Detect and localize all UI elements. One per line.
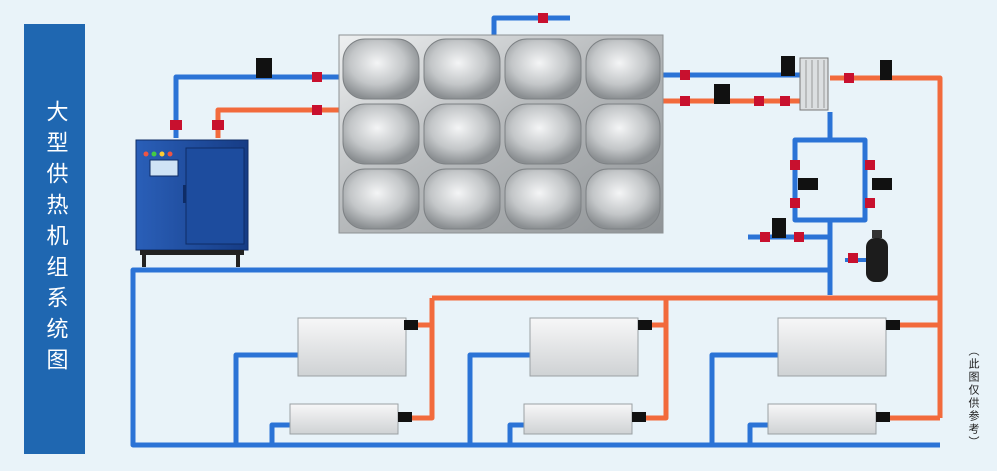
title-panel: 大型供热机组系统图 [24,24,85,454]
diagram-title: 大型供热机组系统图 [42,99,68,379]
reference-note-text: （此图仅供参考） [967,345,980,449]
radiator-1-lower [289,403,412,435]
radiator-3-upper [777,317,900,377]
radiators [289,317,900,435]
radiator-2-lower [523,403,646,435]
radiator-2-upper [529,317,652,377]
reference-note: （此图仅供参考） [958,345,988,455]
pumps [256,56,892,238]
radiator-1-upper [297,317,418,377]
plate-heat-exchanger [799,57,829,111]
radiator-3-lower [767,403,890,435]
water-tank [338,34,664,234]
valves [170,13,875,263]
electric-boiler [135,139,249,267]
